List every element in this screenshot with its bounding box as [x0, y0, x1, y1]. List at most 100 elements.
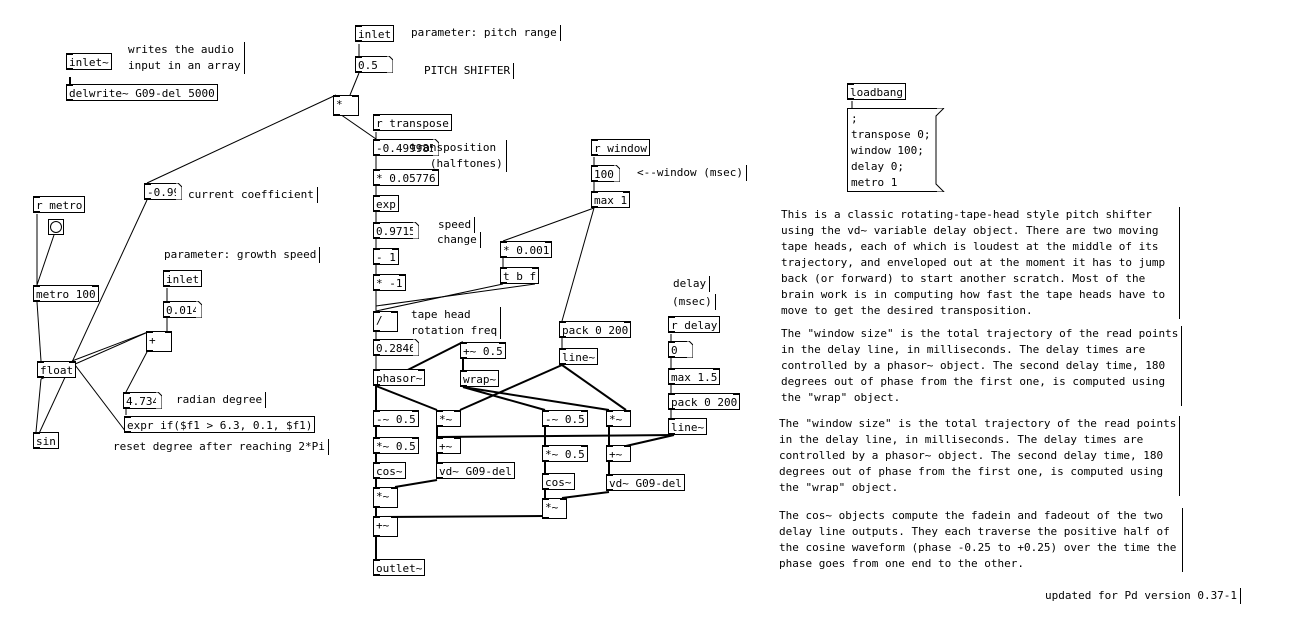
comment-reset-degree: reset degree after reaching 2*Pi	[113, 439, 329, 455]
signal-wire	[462, 386, 546, 411]
wrap-object[interactable]: wrap~	[460, 370, 500, 387]
mul-a-object[interactable]: *~	[436, 410, 461, 427]
wire	[561, 207, 595, 322]
sin-object[interactable]: sin	[33, 432, 59, 449]
delay-number-box[interactable]: 0	[668, 341, 693, 358]
minus-05-a-object[interactable]: -~ 0.5	[373, 410, 419, 427]
env-b-object[interactable]: *~	[542, 498, 567, 519]
float-object[interactable]: float	[37, 361, 77, 378]
window-number-box[interactable]: 100	[591, 165, 620, 182]
delwrite-object[interactable]: delwrite~ G09-del 5000	[66, 84, 218, 101]
cos-a-object[interactable]: cos~	[373, 462, 406, 479]
comment-delay-msec: (msec)	[672, 294, 716, 310]
transpose-number-box[interactable]: -0.499985	[373, 139, 439, 156]
comment-transposition: transposition (halftones)	[410, 140, 507, 172]
comment-window-msec: <--window (msec)	[637, 165, 747, 181]
signal-wire	[394, 479, 438, 488]
bang-button[interactable]	[48, 219, 64, 235]
comment-window-paragraph-2: The "window size" is the total trajector…	[779, 416, 1181, 496]
r-transpose-object[interactable]: r transpose	[373, 114, 452, 131]
comment-speed: speed	[438, 217, 476, 233]
env-a-object[interactable]: *~	[373, 487, 398, 508]
mul-05776-object[interactable]: * 0.05776	[373, 169, 439, 186]
cos-b-object[interactable]: cos~	[542, 473, 575, 490]
plus-05-object[interactable]: +~ 0.5	[460, 342, 506, 359]
wire	[71, 331, 149, 362]
metro-object[interactable]: metro 100	[33, 285, 99, 302]
signal-wire	[462, 386, 610, 411]
comment-change: change	[437, 232, 481, 248]
comment-current-coefficient: current coefficient	[188, 187, 318, 203]
comment-radian-degree: radian degree	[176, 392, 267, 408]
trigger-object[interactable]: t b f	[500, 267, 540, 284]
signal-wire	[561, 491, 610, 499]
multiply-object[interactable]: *	[333, 95, 359, 116]
sum-object[interactable]: +~	[373, 516, 398, 537]
signal-wire	[375, 515, 546, 518]
signal-wire	[375, 385, 438, 411]
comment-writes-audio: writes the audio input in an array	[128, 42, 245, 74]
comment-pitch-shifter-title: PITCH SHIFTER	[424, 63, 515, 79]
minus-05-b-object[interactable]: -~ 0.5	[542, 410, 588, 427]
pack-delay-object[interactable]: pack 0 200	[668, 393, 741, 410]
vd-a-object[interactable]: vd~ G09-del	[436, 462, 515, 479]
mul-05-b-object[interactable]: *~ 0.5	[542, 445, 588, 462]
signal-wire	[561, 364, 627, 411]
wire	[375, 283, 536, 307]
comment-delay: delay	[673, 276, 711, 292]
pack-window-object[interactable]: pack 0 200	[559, 321, 632, 338]
divide-object[interactable]: /	[373, 311, 398, 332]
bang-circle-icon	[50, 221, 62, 233]
wire	[35, 378, 42, 433]
expr-object[interactable]: expr if($f1 > 6.3, 0.1, $f1)	[124, 416, 316, 433]
comment-tape-head: tape head rotation freq	[411, 307, 502, 339]
comment-cos-paragraph: The cos~ objects compute the fadein and …	[779, 508, 1184, 572]
max-1-object[interactable]: max 1	[591, 191, 631, 208]
minus-1-object[interactable]: - 1	[373, 248, 399, 265]
exp-object[interactable]: exp	[373, 195, 399, 212]
signal-wire	[459, 364, 563, 411]
wire	[502, 207, 595, 242]
mul-05-a-object[interactable]: *~ 0.5	[373, 437, 419, 454]
outlet-object[interactable]: outlet~	[373, 559, 426, 576]
line-delay-object[interactable]: line~	[668, 418, 708, 435]
wire	[35, 199, 148, 441]
r-metro-object[interactable]: r metro	[33, 196, 86, 213]
inlet-pitch-object[interactable]: inlet	[355, 25, 395, 42]
rotation-freq-number-box[interactable]: 0.2846	[373, 339, 419, 356]
comment-pitch-range: parameter: pitch range	[411, 25, 561, 41]
signal-wire	[436, 434, 675, 438]
loadbang-object[interactable]: loadbang	[847, 83, 906, 100]
r-delay-object[interactable]: r delay	[668, 316, 721, 333]
plus-object[interactable]: +	[146, 331, 172, 352]
comment-intro-paragraph: This is a classic rotating-tape-head sty…	[781, 207, 1181, 319]
wire	[336, 111, 377, 140]
growth-number-box[interactable]: 0.014	[163, 301, 202, 318]
vd-b-object[interactable]: vd~ G09-del	[606, 474, 685, 491]
init-message-box[interactable]: ; transpose 0; window 100; delay 0; metr…	[847, 108, 937, 192]
line-window-object[interactable]: line~	[559, 348, 599, 365]
phasor-object[interactable]: phasor~	[373, 369, 426, 386]
message-box-edge	[933, 108, 945, 192]
inlet-audio-object[interactable]: inlet~	[66, 53, 112, 70]
exp-number-box[interactable]: 0.9715	[373, 222, 419, 239]
wire	[349, 72, 360, 96]
mul-neg1-object[interactable]: * -1	[373, 274, 406, 291]
wire	[146, 94, 337, 184]
coefficient-number-box[interactable]: -0.99	[144, 183, 182, 200]
wire	[36, 301, 42, 362]
add-b-object[interactable]: +~	[606, 445, 631, 462]
mul-b-object[interactable]: *~	[606, 410, 631, 427]
max-15-object[interactable]: max 1.5	[668, 368, 721, 385]
radian-number-box[interactable]: 4.734	[123, 392, 162, 409]
inlet-growth-object[interactable]: inlet	[163, 270, 203, 287]
wire	[36, 231, 56, 286]
signal-wire	[625, 434, 675, 447]
r-window-object[interactable]: r window	[591, 139, 650, 156]
wire	[71, 360, 127, 433]
mul-001-object[interactable]: * 0.001	[500, 241, 553, 258]
add-a-object[interactable]: +~	[436, 437, 461, 454]
pitch-range-number-box[interactable]: 0.5	[355, 56, 393, 73]
comment-growth-speed: parameter: growth speed	[164, 247, 321, 263]
